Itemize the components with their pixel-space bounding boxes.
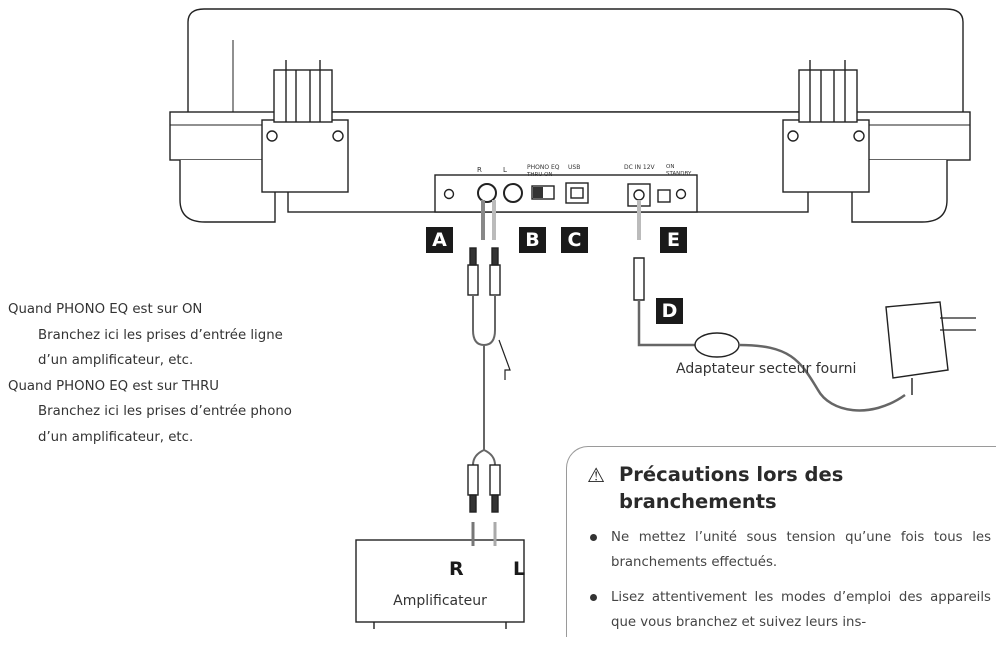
usb-label: USB — [568, 164, 580, 171]
power-on-label: ON — [666, 164, 674, 170]
marker-e: E — [660, 227, 687, 253]
amplifier-label: Amplificateur — [393, 593, 487, 609]
note-on-line2: d’un amplificateur, etc. — [38, 353, 194, 368]
caution-box: ⚠ Précautions lors des branchements Ne m… — [566, 446, 996, 637]
amp-r-label: R — [449, 558, 464, 580]
caution-item-text: Lisez attentivement les modes d’emploi d… — [611, 590, 991, 630]
jack-l-label: L — [503, 166, 507, 174]
note-on-heading: Quand PHONO EQ est sur ON — [8, 302, 203, 317]
usb-port — [565, 182, 589, 204]
jack-l — [503, 183, 523, 203]
jack-r — [477, 183, 497, 203]
note-thru-heading: Quand PHONO EQ est sur THRU — [8, 378, 220, 394]
phono-eq-label: PHONO EQ — [527, 164, 560, 171]
standby-button — [657, 189, 671, 203]
rca-cable — [467, 247, 511, 513]
note-on-line1: Branchez ici les prises d’entrée ligne — [38, 327, 283, 343]
warning-triangle-icon: ⚠ — [587, 463, 605, 487]
marker-a: A — [426, 227, 453, 253]
caution-item: Ne mettez l’unité sous tension qu’une fo… — [587, 525, 991, 575]
ac-adapter — [885, 301, 976, 395]
dc-plug — [633, 257, 645, 301]
caution-title: Précautions lors des branchements — [619, 463, 844, 513]
jack-a-notes: Quand PHONO EQ est sur ON Branchez ici l… — [8, 297, 338, 450]
marker-b: B — [519, 227, 546, 253]
adapter-label: Adaptateur secteur fourni — [676, 361, 857, 377]
connection-diagram: R L PHONO EQ THRU ON USB DC IN 12V ON ST… — [169, 8, 976, 629]
caution-list: Ne mettez l’unité sous tension qu’une fo… — [587, 525, 991, 645]
jack-r-label: R — [477, 166, 482, 174]
marker-c: C — [561, 227, 588, 253]
amplifier-box — [355, 539, 525, 623]
power-standby-label: STANDBY — [666, 171, 692, 177]
note-thru-line1: Branchez ici les prises d’entrée phono — [38, 404, 292, 419]
phono-eq-positions: THRU ON — [526, 172, 553, 178]
marker-d: D — [656, 298, 683, 324]
note-thru-line2: d’un amplificateur, etc. — [38, 429, 194, 445]
dc-in-label: DC IN 12V — [624, 164, 656, 171]
caution-item-text: Ne mettez l’unité sous tension qu’une fo… — [611, 530, 991, 570]
dc-cable — [637, 300, 695, 347]
amp-l-label: L — [513, 558, 526, 580]
dust-cover — [187, 8, 964, 112]
right-foot — [851, 160, 948, 223]
caution-item: Lisez attentivement les modes d’emploi d… — [587, 585, 991, 635]
left-hinge — [261, 60, 349, 193]
right-hinge — [782, 60, 870, 193]
left-foot — [179, 160, 276, 223]
